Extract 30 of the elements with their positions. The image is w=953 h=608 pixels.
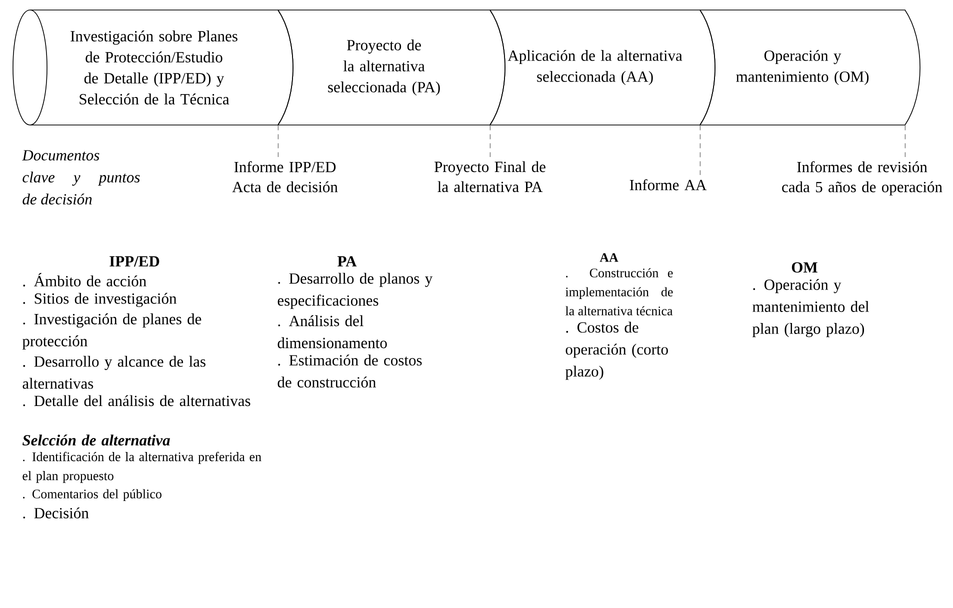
leader-line <box>490 124 491 158</box>
list-item: . Análisis del dimensionamento <box>278 315 387 348</box>
document-text: Proyecto Final de la alternativa PA <box>434 161 546 192</box>
list-item: . Decisión <box>23 507 89 518</box>
document-text: Informe AA <box>630 179 707 190</box>
document-text: Informe IPP/ED Acta de decisión <box>232 161 338 192</box>
list-item: . Sitios de investigación <box>23 292 177 307</box>
column-heading: PA <box>338 256 357 266</box>
leader-line <box>904 124 906 158</box>
list-item: . Investigación de planes de protección <box>22 313 202 350</box>
list-item: . Estimación de costos de construcción <box>278 354 422 388</box>
leader-line <box>278 124 279 158</box>
list-item: . Comentarios del público <box>23 489 162 502</box>
note: Documentos clave y puntos de decisión <box>22 150 140 204</box>
document-text: Informes de revisión cada 5 años de operación <box>782 161 942 196</box>
column-heading: AA <box>600 253 618 262</box>
pipe-segment: Investigación sobre Planes de Protección/Estudio de Detalle (IPP/ED) y Selección de la Técnica <box>12 10 294 126</box>
list-item: . Desarrollo de planos y especificaciones <box>278 272 433 309</box>
list-item: . Costos de operación (corto plazo) <box>565 322 668 380</box>
list-item: . Desarrollo y alcance de las alternativas <box>22 356 206 389</box>
pipe-segment: Operación y mantenimiento (OM) <box>700 10 920 126</box>
list-item: . Ámbito de acción <box>23 272 146 286</box>
list-item: . Identificación de la alternativa preferida en el plan propuesto <box>22 452 262 483</box>
column-heading: IPP/ED <box>110 256 160 267</box>
list-item: . Construcción e implementación de la alternativa técnica <box>565 268 673 316</box>
list-item: . Detalle del análisis de alternativas <box>23 395 250 406</box>
column-heading: OM <box>792 262 818 273</box>
section-heading: Selcción de alternativa <box>22 434 170 446</box>
leader-line <box>700 124 701 176</box>
list-item: . Operación y mantenimiento del plan (largo plazo) <box>752 279 869 338</box>
